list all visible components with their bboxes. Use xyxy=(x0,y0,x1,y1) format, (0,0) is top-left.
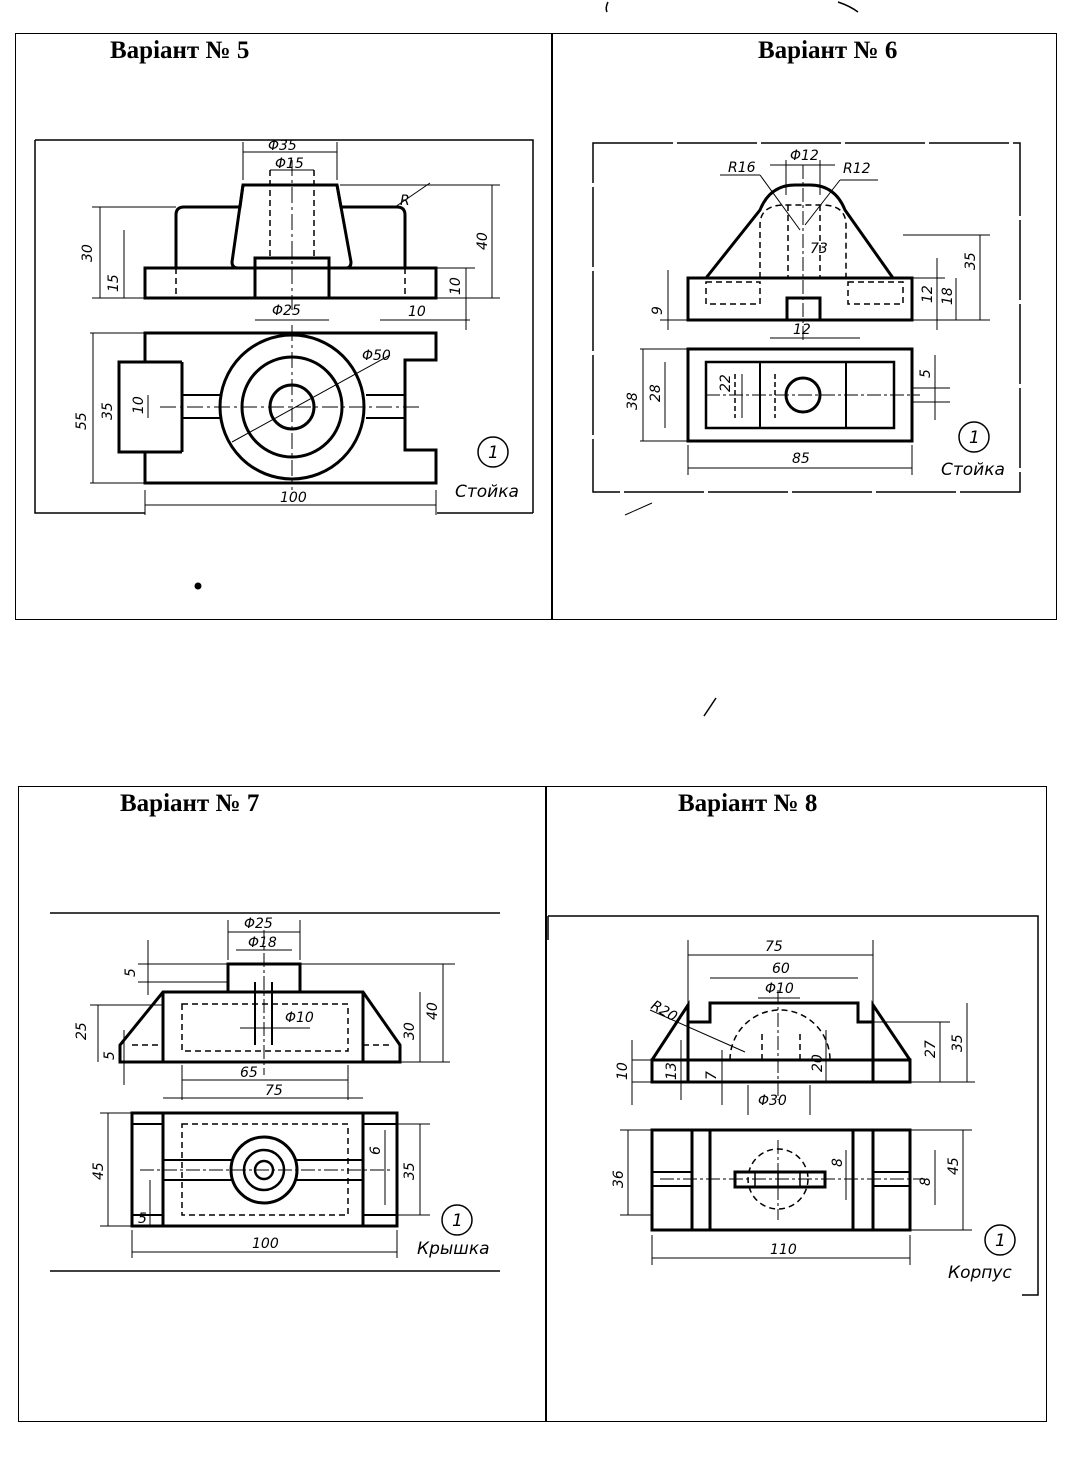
v5-dim-d35: Φ35 xyxy=(268,138,297,154)
v8-dim-d10: Φ10 xyxy=(765,981,794,997)
v7-dim-35: 35 xyxy=(402,1162,418,1180)
v7-dim-d18: Φ18 xyxy=(248,935,277,951)
v8-dim-27: 27 xyxy=(923,1040,939,1058)
variant-5-drawing xyxy=(34,139,534,515)
v6-dim-85: 85 xyxy=(792,451,810,467)
variant-6-drawing xyxy=(592,142,1021,493)
v6-dim-28: 28 xyxy=(648,384,664,402)
variant-7-panel xyxy=(18,786,547,1422)
v5-dim-55: 55 xyxy=(74,412,90,430)
v7-dim-100: 100 xyxy=(252,1236,279,1252)
v8-dim-8: 8 xyxy=(830,1158,846,1167)
v8-dim-110: 110 xyxy=(770,1242,797,1258)
variant-7-title: Варіант № 7 xyxy=(120,790,260,817)
v5-dim-d50: Φ50 xyxy=(362,348,391,364)
variant-8-panel xyxy=(545,786,1047,1422)
v6-part-name: Стойка xyxy=(941,460,1005,480)
v5-dim-35: 35 xyxy=(100,402,116,420)
v5-part-name: Стойка xyxy=(455,482,519,502)
v5-dim-r: R xyxy=(400,193,410,209)
v7-dim-d10: Φ10 xyxy=(285,1010,314,1026)
v5-dim-10b: 10 xyxy=(131,396,147,414)
v6-dim-22: 22 xyxy=(718,374,734,392)
v7-dim-5b: 5 xyxy=(102,1051,118,1060)
v8-dim-36: 36 xyxy=(611,1170,627,1188)
v5-dim-15: 15 xyxy=(106,274,122,292)
v5-dim-40: 40 xyxy=(475,232,491,250)
v8-dim-60: 60 xyxy=(772,961,790,977)
variant-6-title: Варіант № 6 xyxy=(758,37,898,64)
v8-dim-75: 75 xyxy=(765,939,783,955)
v7-dim-6: 6 xyxy=(368,1146,384,1155)
v6-dim-h12: 12 xyxy=(793,322,811,338)
v7-dim-5: 5 xyxy=(123,968,139,977)
v7-dim-25: 25 xyxy=(74,1022,90,1040)
v8-dim-35: 35 xyxy=(950,1034,966,1052)
variant-5-panel xyxy=(15,33,553,620)
v7-dim-30: 30 xyxy=(402,1022,418,1040)
variant-8-title: Варіант № 8 xyxy=(678,790,818,817)
v7-dim-65: 65 xyxy=(240,1065,258,1081)
v7-dim-75: 75 xyxy=(265,1083,283,1099)
v5-dim-100: 100 xyxy=(280,490,307,506)
v6-number: 1 xyxy=(969,428,980,448)
v5-dim-30: 30 xyxy=(80,244,96,262)
v8-part-name: Корпус xyxy=(948,1263,1012,1283)
v8-dim-45: 45 xyxy=(946,1157,962,1175)
v5-dim-h10: 10 xyxy=(408,304,426,320)
v8-dim-7: 7 xyxy=(704,1071,720,1080)
variant-7-drawing xyxy=(50,912,500,1272)
v7-dim-d25: Φ25 xyxy=(244,916,273,932)
variant-5-title: Варіант № 5 xyxy=(110,37,250,64)
v6-dim-18: 18 xyxy=(940,287,956,305)
v6-dim-38: 38 xyxy=(625,392,641,410)
v6-dim-9: 9 xyxy=(650,306,666,315)
v6-dim-12: 12 xyxy=(920,285,936,303)
v6-dim-r16: R16 xyxy=(728,160,756,176)
v6-dim-r12: R12 xyxy=(843,161,871,177)
v8-dim-20: 20 xyxy=(810,1054,826,1072)
v6-dim-73: 73 xyxy=(810,241,828,257)
v5-dim-d25: Φ25 xyxy=(272,303,301,319)
v8-dim-8b: 8 xyxy=(918,1177,934,1186)
v7-dim-40: 40 xyxy=(425,1002,441,1020)
v8-dim-d30: Φ30 xyxy=(758,1093,787,1109)
v8-dim-10: 10 xyxy=(615,1062,631,1080)
v5-dim-10: 10 xyxy=(448,277,464,295)
v8-dim-13: 13 xyxy=(664,1062,680,1080)
v7-part-name: Крышка xyxy=(417,1239,490,1259)
variant-8-drawing xyxy=(547,915,1039,1296)
v6-dim-35: 35 xyxy=(963,252,979,270)
v6-dim-5: 5 xyxy=(918,369,934,378)
v5-dim-d15: Φ15 xyxy=(275,156,304,172)
v6-dim-d12: Φ12 xyxy=(790,148,819,164)
v7-dim-5c: 5 xyxy=(138,1211,147,1227)
v7-number: 1 xyxy=(452,1211,463,1231)
v5-number: 1 xyxy=(488,443,499,463)
v7-dim-45: 45 xyxy=(91,1162,107,1180)
v8-number: 1 xyxy=(995,1231,1006,1251)
variant-6-panel xyxy=(551,33,1057,620)
